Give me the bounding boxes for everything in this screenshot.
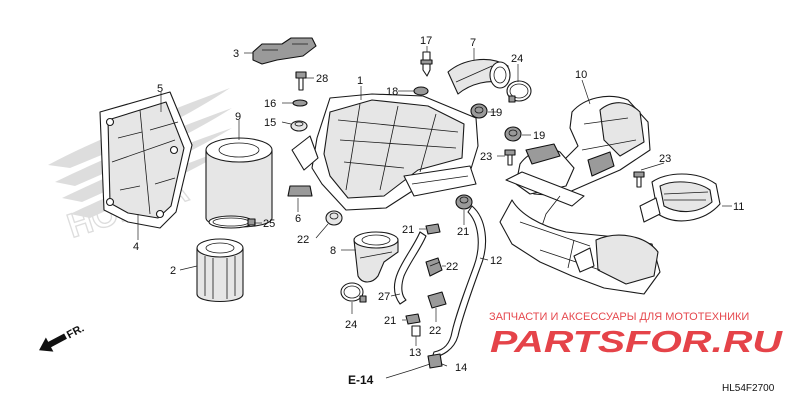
part-1-cleaner-case (291, 93, 479, 211)
watermark-logo: PARTSFOR.RU (490, 324, 784, 359)
callout-3: 3 (233, 48, 239, 60)
part-22-clamp-a (425, 257, 443, 277)
part-lower-duct (499, 199, 661, 295)
part-24-clamp-top (506, 80, 532, 103)
callout-9: 9 (235, 111, 241, 123)
callout-1: 1 (357, 75, 363, 87)
part-15-grommet (290, 120, 308, 132)
callout-18: 18 (386, 86, 398, 98)
part-6-clip (287, 185, 313, 197)
callout-labels: 3 5 9 25 4 2 28 16 15 6 22 1 17 18 7 24 … (133, 35, 744, 374)
callout-21-b: 21 (384, 315, 396, 327)
callout-23-a: 23 (480, 151, 492, 163)
callout-25: 25 (263, 218, 275, 230)
part-25-band (208, 215, 256, 229)
callout-24-bottom: 24 (345, 319, 357, 331)
callout-4: 4 (133, 241, 139, 253)
callout-14: 14 (455, 362, 467, 374)
callout-17: 17 (420, 35, 432, 47)
leader-lines (137, 46, 732, 379)
callout-5: 5 (157, 83, 163, 95)
callout-13: 13 (409, 347, 421, 359)
callout-6: 6 (295, 213, 301, 225)
part-20-grommet (455, 194, 473, 210)
callout-28: 28 (316, 73, 328, 85)
part-5-cleaner-cover (99, 91, 193, 229)
callout-7: 7 (470, 37, 476, 49)
part-21-clip-b (405, 313, 421, 325)
part-2-inner-element (196, 238, 244, 302)
section-ref: E-14 (348, 373, 374, 387)
part-10-intake-duct (505, 95, 651, 233)
callout-2: 2 (170, 265, 176, 277)
callout-16: 16 (264, 98, 276, 110)
callout-15: 15 (264, 117, 276, 129)
callout-24-top: 24 (511, 53, 523, 65)
callout-19-b: 19 (533, 130, 545, 142)
part-24-clamp-bottom (340, 282, 367, 303)
callout-22-a: 22 (446, 261, 458, 273)
callout-27: 27 (378, 291, 390, 303)
part-13-plug (411, 325, 421, 337)
callout-8: 8 (330, 245, 336, 257)
part-14-clamp (427, 353, 443, 369)
callout-20: 21 (457, 226, 469, 238)
part-27-hose (393, 231, 427, 305)
part-19-grommet-b (504, 126, 522, 142)
part-17-nipple (420, 51, 433, 77)
front-arrow-icon (39, 333, 67, 352)
part-9-filter-element (205, 137, 273, 228)
callout-11: 11 (733, 201, 744, 213)
diagram-code: HL54F2700 (722, 383, 775, 394)
callout-21-a: 21 (402, 224, 414, 236)
callout-19-a: 19 (490, 107, 502, 119)
part-18-grommet (413, 86, 429, 96)
front-arrow: FR. (39, 322, 86, 352)
part-11-funnel (639, 173, 721, 223)
callout-26: 22 (297, 234, 309, 246)
part-26-grommet (325, 210, 343, 226)
front-arrow-label: FR. (65, 322, 86, 341)
part-7-connecting-tube (447, 59, 511, 95)
part-21-clip-a (425, 223, 441, 235)
callout-22-b: 22 (429, 325, 441, 337)
part-22-clamp-b (427, 291, 447, 309)
part-19-grommet-a (470, 103, 488, 119)
part-28-bolt (295, 71, 307, 91)
callout-23-b: 23 (659, 153, 671, 165)
part-23-screw-a (504, 149, 516, 166)
callout-12: 12 (490, 255, 502, 267)
watermark-subtitle: ЗАПЧАСТИ И АКСЕССУАРЫ ДЛЯ МОТОТЕХНИКИ (489, 311, 749, 323)
part-8-tube (353, 231, 399, 283)
part-16-washer (292, 99, 308, 107)
site-watermark: ЗАПЧАСТИ И АКСЕССУАРЫ ДЛЯ МОТОТЕХНИКИ PA… (489, 311, 784, 359)
part-3-bracket (252, 37, 317, 65)
part-23-screw-b (633, 171, 645, 188)
callout-10: 10 (575, 69, 587, 81)
